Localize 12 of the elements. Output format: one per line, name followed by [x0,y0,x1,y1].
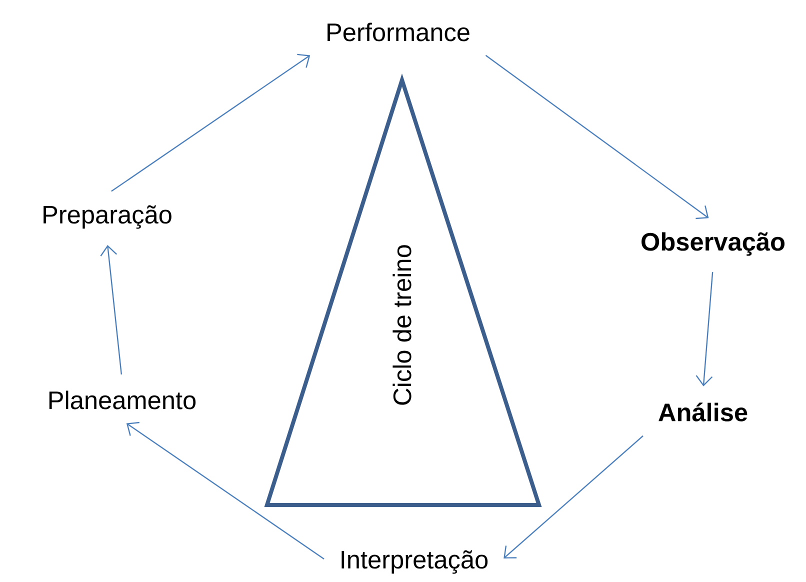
arrow [485,54,709,220]
step-label: Preparação [44,205,172,229]
arrow [111,54,310,192]
step-label: Performance [328,22,470,42]
arrow [126,422,324,560]
arrow [504,435,644,558]
step-label: Análise [658,402,748,422]
arrow [696,272,714,386]
step-label: Planeamento [49,390,196,410]
arrow [100,245,122,375]
step-label: Interpretação [342,550,488,574]
step-label: Observação [642,232,784,256]
